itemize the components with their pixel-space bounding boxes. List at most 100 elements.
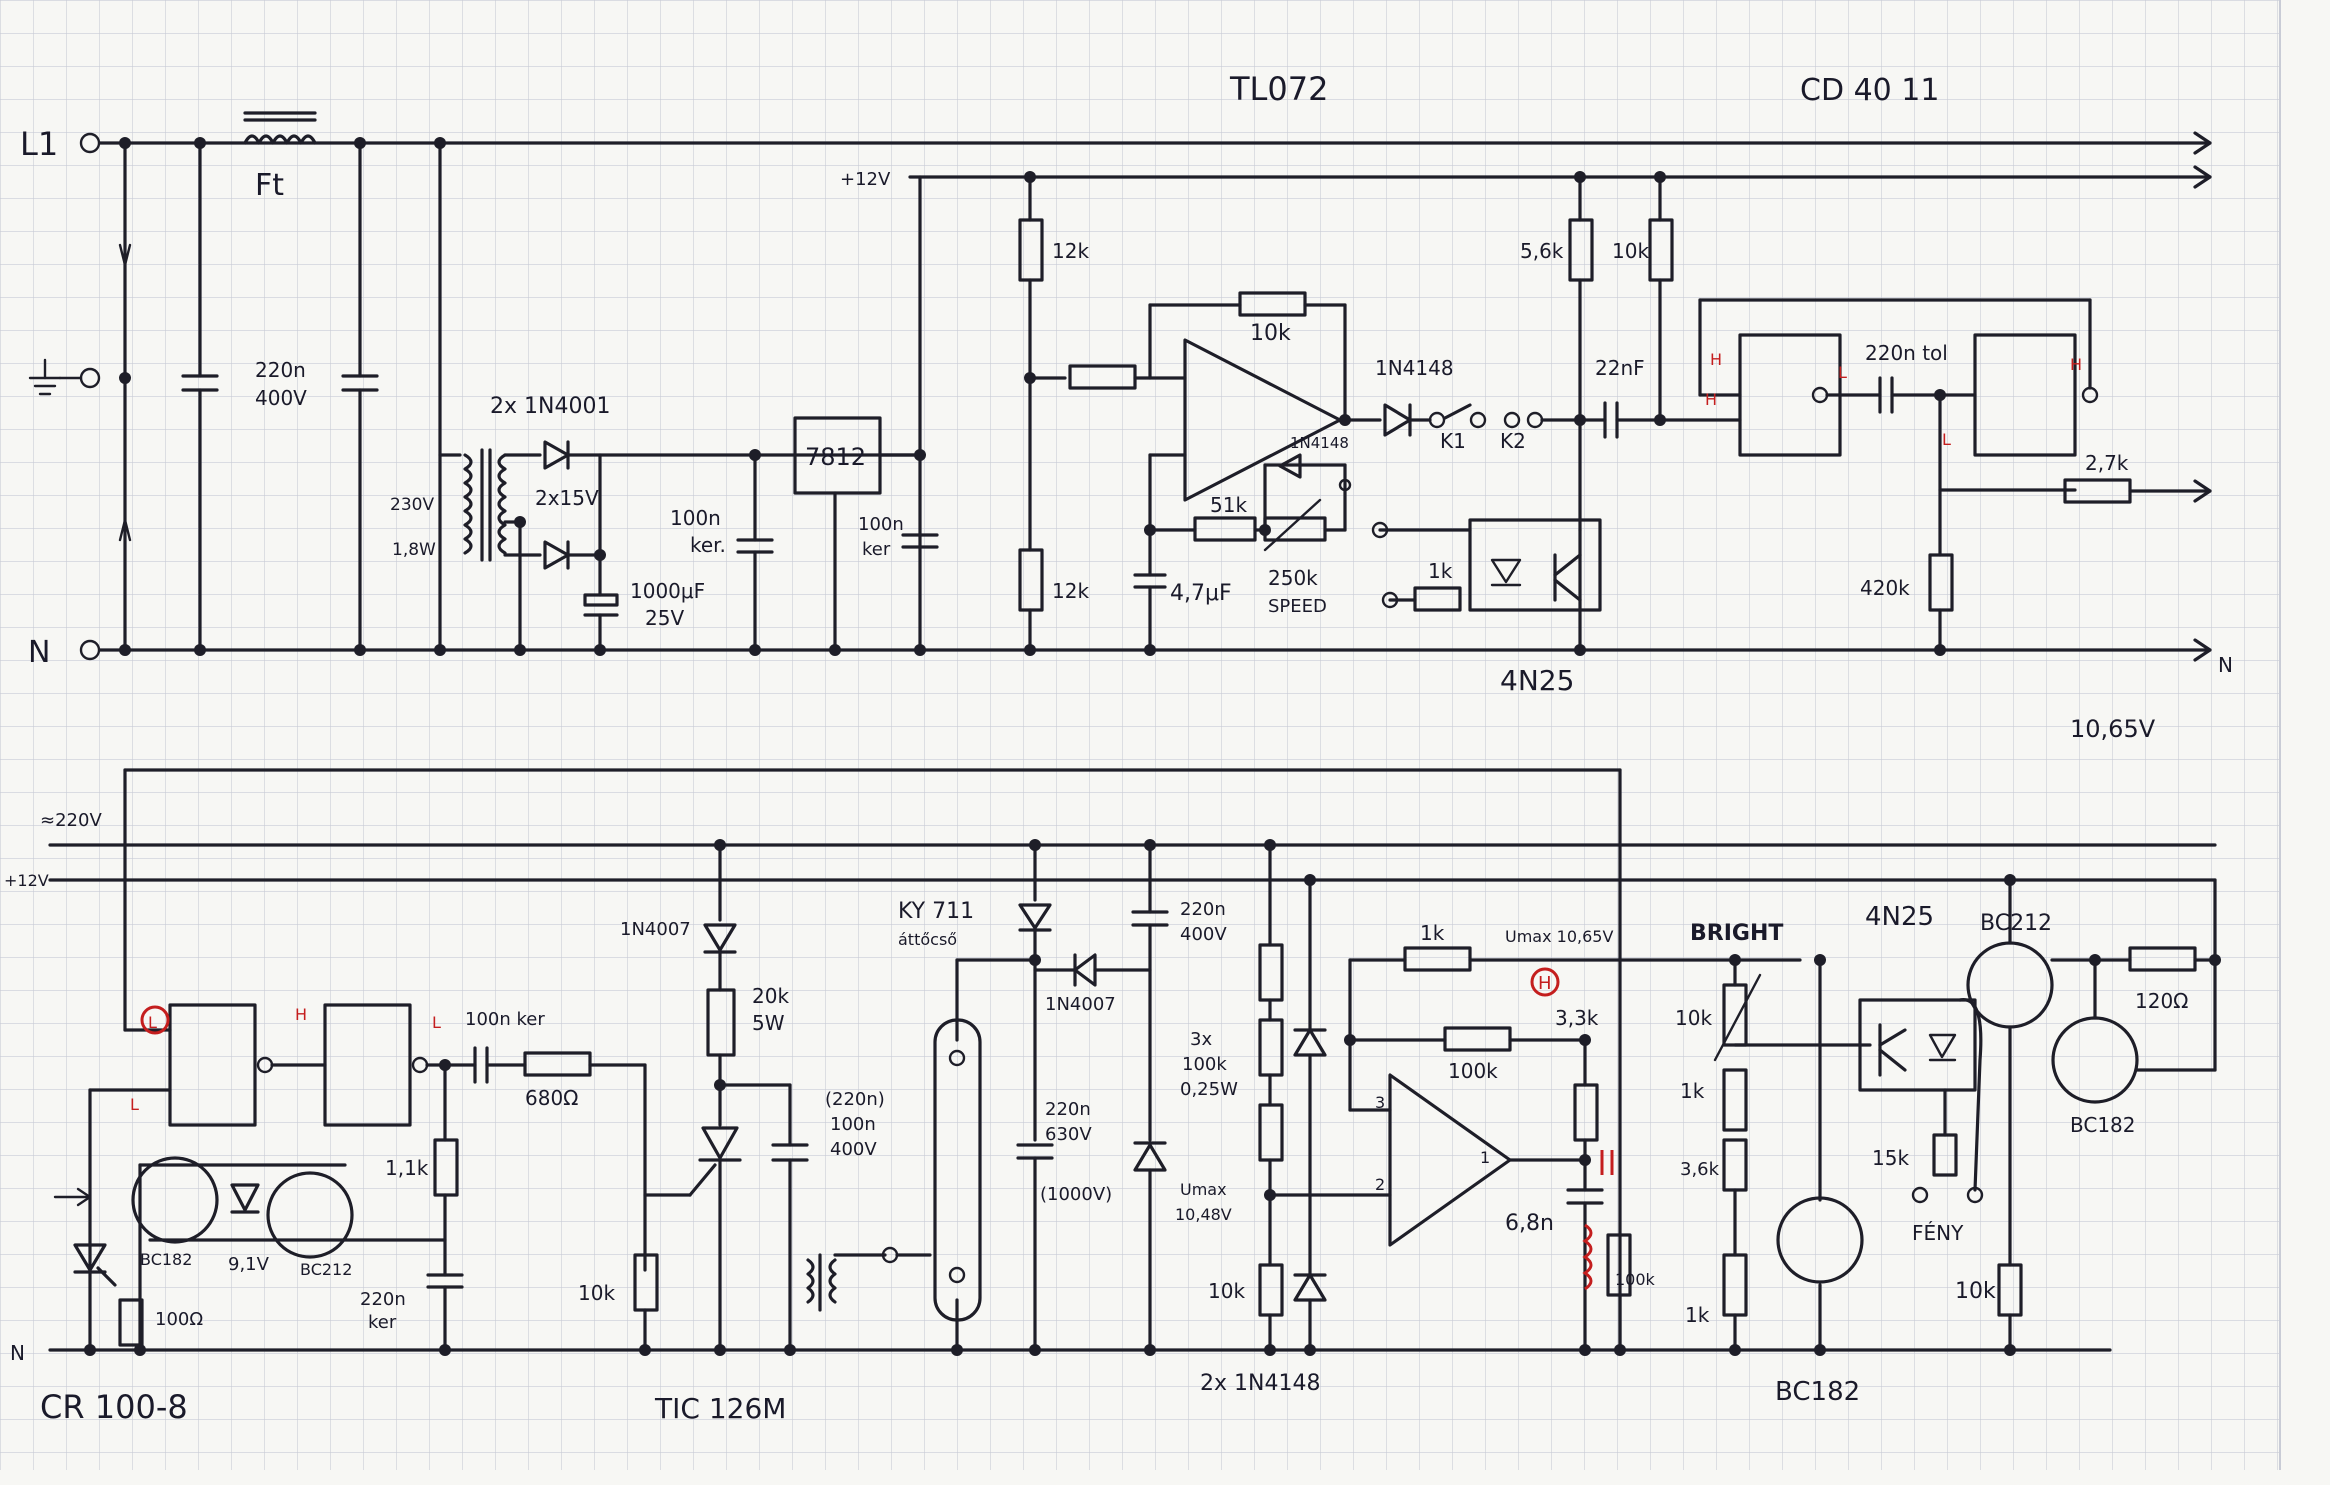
label-bc182-a: BC182 [140, 1250, 192, 1269]
label-220n-400v-mid-b: 400V [1180, 924, 1227, 945]
labels: TL072 CD 40 11 L1 N Ft 220n 400V 2x 1N40… [4, 70, 2233, 1426]
label-c-68n: 6,8n [1505, 1211, 1554, 1236]
label-logic-L3: L [130, 1095, 139, 1114]
label-r-420k: 420k [1860, 576, 1910, 600]
label-220n-mid-a: (220n) [825, 1089, 885, 1110]
label-logic-H: H [295, 1005, 307, 1024]
label-pin2: 2 [1375, 1175, 1385, 1194]
label-n-out: N [2218, 653, 2233, 677]
label-r-3x100k-c: 0,25W [1180, 1079, 1238, 1100]
label-r-10k-top: 10k [1612, 239, 1649, 263]
label-100n-ker-a: 100n [670, 506, 721, 530]
label-220n-mid-b: 100n [830, 1114, 876, 1135]
label-1n4148: 1N4148 [1375, 356, 1454, 380]
label-l-logic2: L [1942, 430, 1951, 449]
label-c-47u: 4,7μF [1170, 581, 1232, 606]
label-220n-ker-b: ker [368, 1312, 397, 1333]
label-1n4001: 2x 1N4001 [490, 394, 610, 419]
label-r-56k: 5,6k [1520, 239, 1564, 263]
label-logic-L2: L [432, 1013, 441, 1032]
label-feny: FÉNY [1912, 1221, 1964, 1245]
label-umax-1048-a: Umax [1180, 1180, 1227, 1199]
label-100n-ker2-b: ker [862, 539, 891, 560]
label-r-20k-a: 20k [752, 984, 789, 1008]
label-c-400v: 400V [255, 386, 307, 410]
label-220v-rail: ≈220V [40, 810, 102, 831]
label-h3: H [2070, 355, 2082, 374]
label-k1: K1 [1440, 429, 1466, 453]
label-r-1k-bright: 1k [1680, 1079, 1705, 1103]
label-pin1: 1 [1480, 1148, 1490, 1167]
label-2x15v: 2x15V [535, 486, 599, 510]
label-4n25-top: 4N25 [1500, 664, 1574, 697]
label-220n-mid-c: 400V [830, 1139, 877, 1160]
label-bc212-b: BC212 [1980, 911, 2052, 936]
label-ky711-a: KY 711 [898, 899, 974, 924]
top-circuit [28, 111, 2212, 662]
label-r-15k: 15k [1872, 1146, 1909, 1170]
label-1n4148-fb: 1N4148 [1290, 434, 1349, 452]
label-pot-250k: 250k [1268, 566, 1318, 590]
label-l-logic1: L [1838, 363, 1847, 382]
label-n-bottom: N [10, 1341, 25, 1365]
label-100n-ker-b: ker. [690, 533, 726, 557]
label-r-3x100k-b: 100k [1182, 1054, 1227, 1075]
label-7812: 7812 [805, 443, 866, 471]
label-r-36k: 3,6k [1680, 1159, 1720, 1180]
label-100n-ker3: 100n ker [465, 1009, 545, 1030]
label-r-27k: 2,7k [2085, 451, 2129, 475]
label-cr100: CR 100-8 [40, 1388, 188, 1426]
label-plus12v: +12V [840, 169, 891, 190]
label-cd4011: CD 40 11 [1800, 73, 1939, 108]
label-r-100k-bot: 100k [1615, 1270, 1656, 1289]
label-n: N [28, 635, 50, 670]
label-bc182-b: BC182 [1775, 1377, 1860, 1407]
label-h1: H [1710, 350, 1722, 369]
label-4n25-bot: 4N25 [1865, 902, 1934, 932]
label-umax-1065: Umax 10,65V [1505, 927, 1613, 946]
label-r-1k-opto: 1k [1428, 559, 1453, 583]
label-r-120: 120Ω [2135, 989, 2188, 1013]
label-bc182-c: BC182 [2070, 1113, 2136, 1137]
label-12v-rail: +12V [4, 871, 49, 890]
label-pin3: 3 [1375, 1093, 1385, 1112]
label-l1: L1 [20, 125, 58, 163]
label-r-51k: 51k [1210, 493, 1247, 517]
label-220n-630-a: 220n [1045, 1099, 1091, 1120]
label-9-1v: 9,1V [228, 1254, 270, 1275]
bottom-circuit [48, 768, 2221, 1356]
label-c-22nf: 22nF [1595, 356, 1645, 380]
label-umax-1048-b: 10,48V [1175, 1205, 1232, 1224]
label-r-10k-div: 10k [1208, 1279, 1245, 1303]
label-1n4007-a: 1N4007 [620, 919, 691, 940]
graph-paper-grid [0, 0, 2280, 1470]
label-tl072: TL072 [1229, 70, 1328, 108]
label-r-10k-gate: 10k [578, 1281, 615, 1305]
label-220n-630-b: 630V [1045, 1124, 1092, 1145]
label-1n4007-b: 1N4007 [1045, 994, 1116, 1015]
label-r-20k-b: 5W [752, 1011, 785, 1035]
label-220n-630-c: (1000V) [1040, 1184, 1112, 1205]
label-r-1k-b2: 1k [1685, 1303, 1710, 1327]
label-h2: H [1705, 390, 1717, 409]
label-r-100k-fb: 100k [1448, 1059, 1498, 1083]
label-10-65v: 10,65V [2070, 715, 2156, 743]
label-k2: K2 [1500, 429, 1526, 453]
label-ft: Ft [255, 168, 284, 203]
label-220n-400v-mid-a: 220n [1180, 899, 1226, 920]
label-100n-ker2-a: 100n [858, 514, 904, 535]
label-r-100-a: 100Ω [155, 1309, 203, 1330]
label-230v: 230V [390, 495, 434, 515]
label-r-12k-top: 12k [1052, 239, 1089, 263]
label-2x1n4148: 2x 1N4148 [1200, 1371, 1320, 1396]
label-r-1k-comp: 1k [1420, 921, 1445, 945]
label-h-red: H [1538, 973, 1552, 994]
label-bc212-a: BC212 [300, 1260, 352, 1279]
label-ky711-b: áttőcső [898, 930, 957, 949]
label-220n-ker-a: 220n [360, 1289, 406, 1310]
label-r-12k-bot: 12k [1052, 579, 1089, 603]
label-r-10k-last: 10k [1955, 1279, 1996, 1304]
label-220n-tol: 220n tol [1865, 341, 1948, 365]
label-1000u: 1000μF [630, 579, 705, 603]
